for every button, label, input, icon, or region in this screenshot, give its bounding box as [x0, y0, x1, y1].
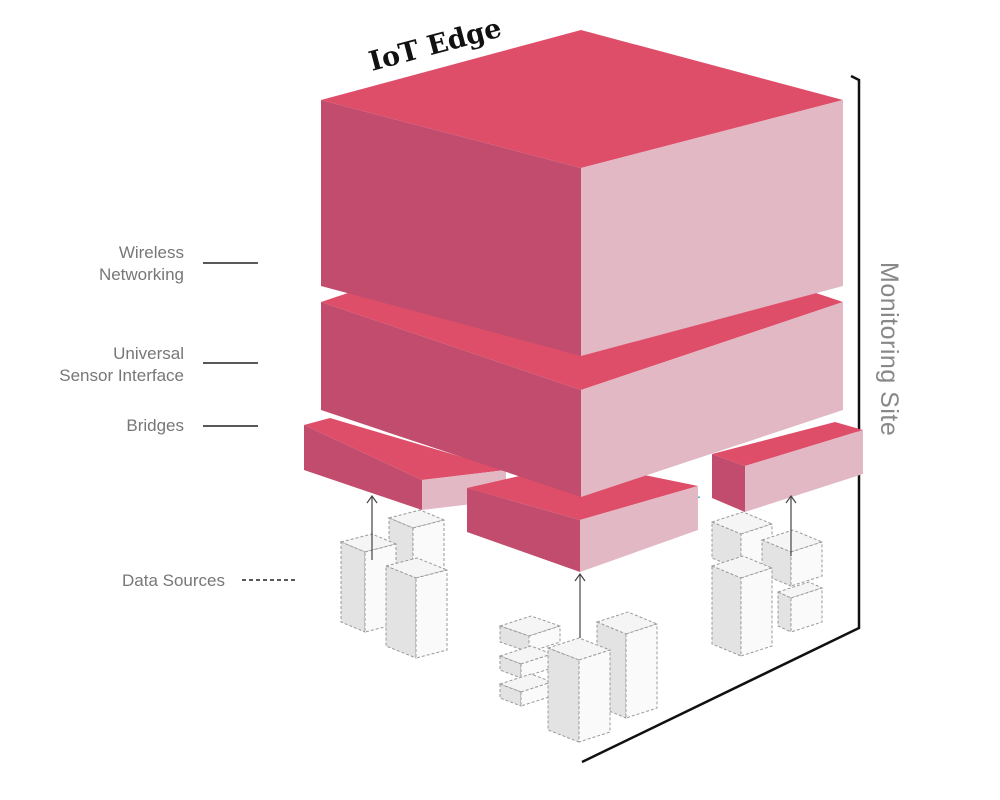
- building-cluster-middle: [498, 611, 659, 743]
- label-line: Sensor Interface: [59, 366, 184, 385]
- label-line: Data Sources: [122, 571, 225, 590]
- wireless-networking-block: [321, 30, 843, 356]
- monitoring-site-label: Monitoring Site: [875, 262, 903, 436]
- label-line: Universal: [113, 344, 184, 363]
- buildings-icon: [339, 509, 824, 743]
- building-cluster-right: [710, 511, 824, 657]
- bridge-right: [712, 422, 863, 512]
- label-bridges: Bridges: [126, 416, 258, 435]
- label-line: Bridges: [126, 416, 184, 435]
- label-universal-sensor-interface: Universal Sensor Interface: [59, 344, 258, 385]
- upward-data-arrow-icon: [366, 494, 797, 638]
- building-cluster-left: [339, 509, 449, 659]
- label-line: Networking: [99, 265, 184, 284]
- monitoring-site-bracket: [581, 74, 861, 764]
- label-wireless-networking: Wireless Networking: [99, 243, 258, 284]
- label-line: Wireless: [119, 243, 184, 262]
- label-data-sources: Data Sources: [122, 571, 296, 590]
